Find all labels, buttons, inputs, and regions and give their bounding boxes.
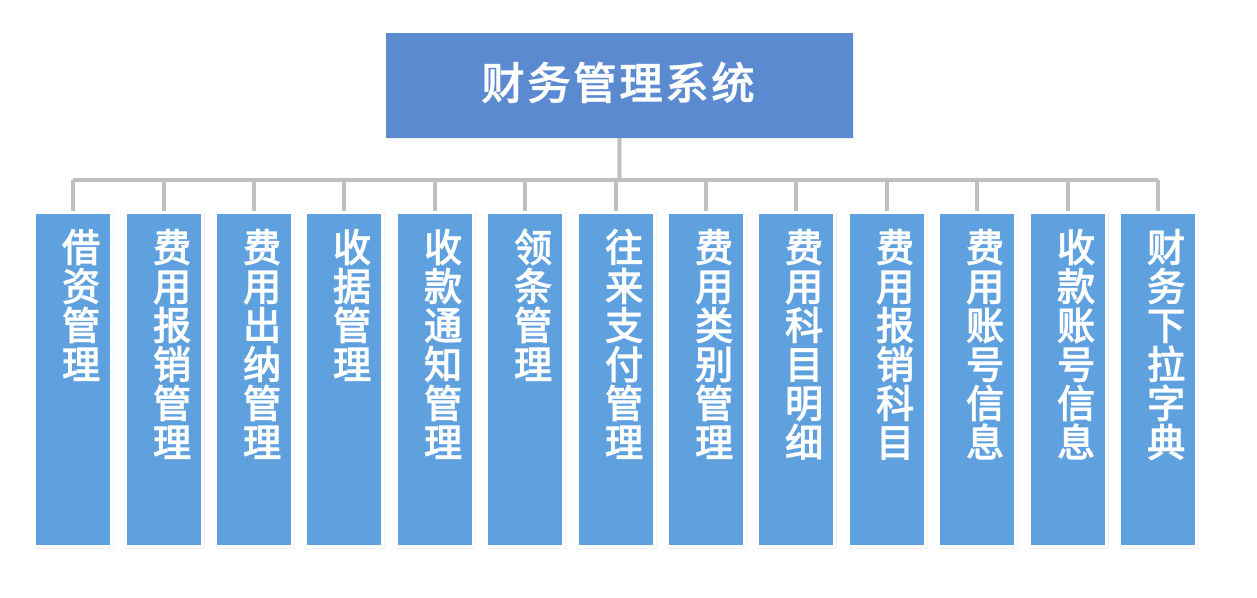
child-node-5[interactable]: 收款通知管理 — [395, 211, 475, 548]
child-node-label: 领条管理 — [507, 228, 550, 384]
child-node-label: 费用类别管理 — [688, 228, 731, 462]
child-node-7[interactable]: 往来支付管理 — [576, 211, 656, 548]
root-node-financial-management-system[interactable]: 财务管理系统 — [386, 33, 853, 138]
child-node-13[interactable]: 财务下拉字典 — [1118, 211, 1198, 548]
child-node-10[interactable]: 费用报销科目 — [847, 211, 927, 548]
child-node-label: 收据管理 — [326, 228, 369, 384]
child-node-label: 费用报销科目 — [869, 228, 912, 462]
child-node-label: 收款账号信息 — [1050, 228, 1093, 462]
child-node-6[interactable]: 领条管理 — [485, 211, 565, 548]
child-node-12[interactable]: 收款账号信息 — [1028, 211, 1108, 548]
child-node-label: 费用出纳管理 — [236, 228, 279, 462]
child-node-label: 费用报销管理 — [146, 228, 189, 462]
child-node-label: 借资管理 — [55, 228, 98, 384]
child-node-label: 财务下拉字典 — [1140, 228, 1183, 462]
child-node-2[interactable]: 费用报销管理 — [124, 211, 204, 548]
child-node-label: 费用科目明细 — [778, 228, 821, 462]
child-node-4[interactable]: 收据管理 — [304, 211, 384, 548]
child-node-1[interactable]: 借资管理 — [33, 211, 113, 548]
child-node-9[interactable]: 费用科目明细 — [756, 211, 836, 548]
child-node-label: 往来支付管理 — [598, 228, 641, 462]
child-node-11[interactable]: 费用账号信息 — [937, 211, 1017, 548]
root-node-label: 财务管理系统 — [481, 61, 758, 109]
child-node-label: 收款通知管理 — [417, 228, 460, 462]
child-node-8[interactable]: 费用类别管理 — [666, 211, 746, 548]
child-node-3[interactable]: 费用出纳管理 — [214, 211, 294, 548]
child-node-label: 费用账号信息 — [959, 228, 1002, 462]
